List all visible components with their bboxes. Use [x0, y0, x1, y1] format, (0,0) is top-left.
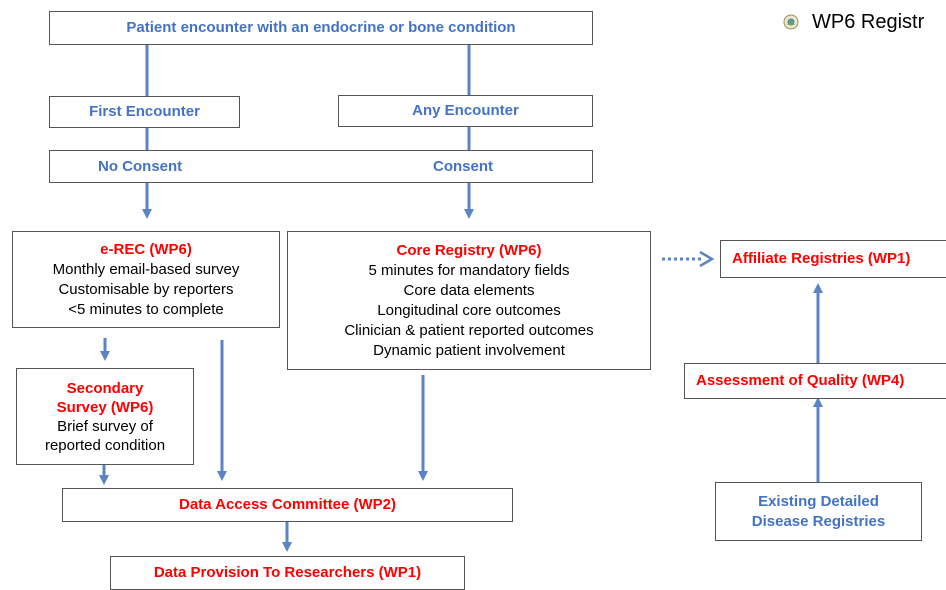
secondary-survey-line-1: Brief survey of — [57, 417, 153, 435]
any-encounter-label: Any Encounter — [412, 102, 519, 119]
existing-registries-box: Existing Detailed Disease Registries — [715, 482, 922, 541]
first-encounter-box: First Encounter — [49, 96, 240, 128]
any-encounter-box: Any Encounter — [338, 95, 593, 127]
assessment-of-quality-box: Assessment of Quality (WP4) — [684, 363, 946, 399]
secondary-survey-line-2: reported condition — [44, 436, 166, 454]
erec-line-3: <5 minutes to complete — [68, 300, 224, 318]
existing-registries-line-2: Disease Registries — [751, 512, 886, 530]
data-provision-box: Data Provision To Researchers (WP1) — [110, 556, 465, 590]
secondary-survey-box: Secondary Survey (WP6) Brief survey of r… — [16, 368, 194, 465]
patient-encounter-box: Patient encounter with an endocrine or b… — [49, 11, 593, 45]
assessment-of-quality-label: Assessment of Quality (WP4) — [696, 372, 905, 389]
patient-encounter-label: Patient encounter with an endocrine or b… — [126, 19, 516, 36]
erec-box: e-REC (WP6) Monthly email-based survey C… — [12, 231, 280, 328]
erec-title: e-REC (WP6) — [100, 240, 192, 258]
secondary-survey-title-2: Survey (WP6) — [56, 398, 154, 416]
first-encounter-label: First Encounter — [89, 103, 200, 120]
data-access-committee-label: Data Access Committee (WP2) — [178, 496, 396, 513]
logo-icon — [783, 14, 799, 30]
core-registry-line-4: Clinician & patient reported outcomes — [344, 321, 594, 339]
secondary-survey-title-1: Secondary — [66, 379, 144, 397]
erec-line-1: Monthly email-based survey — [52, 260, 240, 278]
core-registry-line-3: Longitudinal core outcomes — [377, 301, 561, 319]
existing-registries-line-1: Existing Detailed — [758, 492, 879, 510]
data-access-committee-box: Data Access Committee (WP2) — [62, 488, 513, 522]
core-registry-box: Core Registry (WP6) 5 minutes for mandat… — [287, 231, 651, 370]
core-registry-title: Core Registry (WP6) — [396, 241, 542, 259]
page-title: WP6 Registr — [812, 11, 925, 33]
core-registry-line-5: Dynamic patient involvement — [373, 341, 565, 359]
affiliate-registries-box: Affiliate Registries (WP1) — [720, 240, 946, 278]
consent-bar: No Consent Consent — [49, 150, 593, 183]
consent-label: Consent — [433, 158, 493, 175]
core-registry-line-1: 5 minutes for mandatory fields — [368, 261, 570, 279]
core-registry-line-2: Core data elements — [403, 281, 535, 299]
erec-line-2: Customisable by reporters — [58, 280, 234, 298]
affiliate-registries-label: Affiliate Registries (WP1) — [732, 250, 911, 267]
no-consent-label: No Consent — [98, 158, 183, 175]
data-provision-label: Data Provision To Researchers (WP1) — [153, 564, 422, 581]
connector-core-to-affiliate-head — [699, 250, 715, 268]
